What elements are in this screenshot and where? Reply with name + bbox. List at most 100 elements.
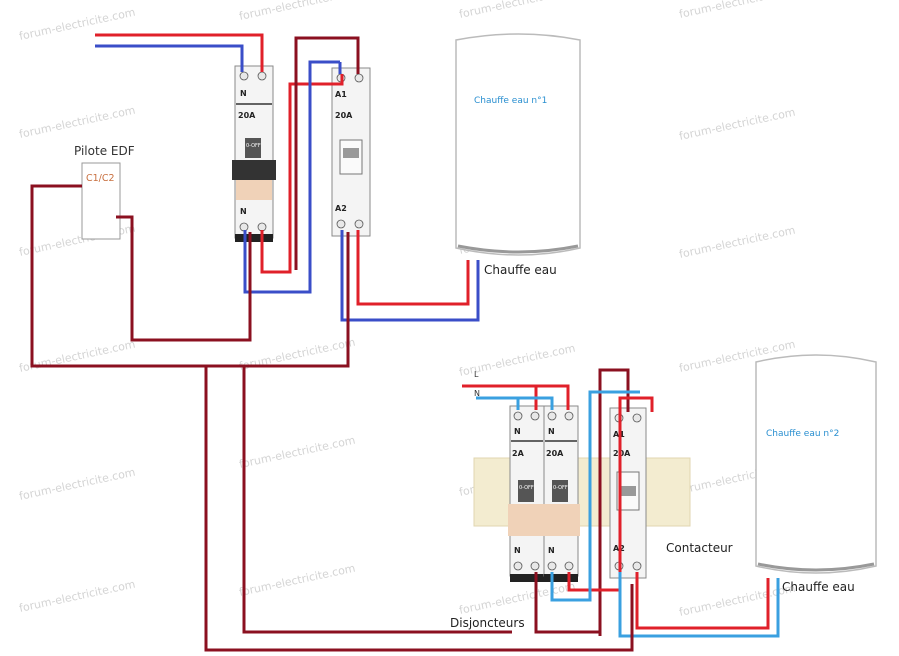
terminal-screw [632,413,642,423]
terminal-screw [530,411,540,421]
terminal-screw [354,73,364,83]
contactor-bottom-rating: 20A [613,449,631,458]
terminal-screw [564,561,574,571]
breaker-20a-bottom-neutral: N [548,546,555,555]
phase-wire-to-heater2 [635,572,770,630]
pilote-edf: Pilote EDF C1/C2 [74,144,135,240]
breaker-2a-handle [518,480,534,502]
breaker-20a-rating: 20A [546,449,564,458]
pilote-contact-label: C1/C2 [86,173,115,184]
breaker-2a-bottom-neutral: N [514,546,521,555]
terminal-screw [513,411,523,421]
pilot-wire-c2 [116,215,252,342]
watermark: forum-electricite.com [458,580,577,617]
watermark: forum-electricite.com [458,0,577,21]
phase-wire-to-contactor [567,396,654,592]
watermark: forum-electricite.com [238,562,357,599]
water-heater-2: Chauffe eau n°2 Chauffe eau [755,354,877,594]
terminal-screw [564,411,574,421]
breaker-top-bottom-neutral: N [240,207,247,216]
breaker-top-dark-band [232,160,276,180]
watermark: forum-electricite.com [678,106,797,143]
contactor-top-a2: A2 [335,204,347,213]
din-rail [473,457,691,527]
breaker-2a-neutral: N [514,427,521,436]
terminal-screw [354,219,364,229]
pilot-wire-link-a [242,366,512,634]
phase-wire-to-heater1 [356,230,470,306]
terminal-screw [530,561,540,571]
watermark: forum-electricite.com [18,338,137,375]
watermark: forum-electricite.com [18,104,137,141]
switch-text: 0-OFF [519,485,534,491]
breaker-20a-clip [544,574,578,582]
breaker-top-rating: 20A [238,111,256,120]
terminal-screw [547,561,557,571]
contacteur-label: Contacteur [666,541,733,555]
water-heater-1-tank [455,33,581,256]
water-heater-1-name: Chauffe eau n°1 [474,96,547,106]
pilot-wire-coil-a1 [294,36,360,270]
bottom-wiring [204,366,780,652]
top-wiring [30,33,480,368]
water-heater-1-caption: Chauffe eau [484,263,557,277]
breaker-20a-handle [552,480,568,502]
contactor-top-rating: 20A [335,111,353,120]
breaker-2a-clip [510,574,544,582]
pilote-box [81,162,121,240]
breaker-top-clip [235,234,273,242]
neutral-wire-to-heater1 [340,230,480,322]
breaker-top-neutral: N [240,89,247,98]
switch-text: 0-OFF [553,485,568,491]
neutral-wire-to-contactor [550,390,640,602]
contactor-bottom: A1 20A A2 [609,407,647,579]
breaker-20a: N 20A 0-OFF N [542,405,580,582]
water-heater-2-tank [755,354,877,574]
breaker-20a-neutral: N [548,427,555,436]
watermark: forum-electricite.com [18,578,137,615]
pilot-wire-link-b [204,366,634,652]
phase-wire-supply [95,33,264,72]
water-heater-1: Chauffe eau n°1 Chauffe eau [455,33,581,277]
watermark: forum-electricite.com [678,224,797,261]
water-heater-2-caption: Chauffe eau [782,580,855,594]
contactor-top: A1 20A A2 [331,67,371,237]
breaker-2a-peach-band [508,504,546,536]
neutral-wire-supply [95,44,244,72]
breaker-2a: N 2A 0-OFF N [508,405,546,582]
neutral-wire-breaker-to-contactor [243,60,340,294]
watermark: forum-electricite.com [678,0,797,21]
watermark: forum-electricite.com [238,0,357,23]
switch-text: 0-OFF [246,143,261,149]
wire-label-l: L [474,370,479,379]
contactor-top-lever [343,148,359,158]
neutral-wire-to-heater2 [618,572,780,638]
breaker-20a-peach-band [542,504,580,536]
terminal-screw [257,222,267,232]
terminal-screw [239,71,249,81]
terminal-screw [257,71,267,81]
water-heater-1-base [457,244,579,254]
breaker-top: N 20A 0-OFF N [232,65,276,242]
breaker-top-handle [245,138,261,158]
terminal-screw [547,411,557,421]
watermark: forum-electricite.com [18,466,137,503]
contactor-top-a1: A1 [335,90,347,99]
neutral-wire-bottom-bridge [518,396,554,410]
pilot-wire-c1 [30,184,350,368]
terminal-screw [239,222,249,232]
terminal-screw [336,219,346,229]
watermark: forum-electricite.com [238,434,357,471]
water-heater-2-base [757,562,875,572]
contactor-bottom-lever [620,486,636,496]
phase-wire-breaker-to-contactor [260,74,344,274]
disjoncteurs-label: Disjoncteurs [450,616,525,630]
breaker-top-peach-band [236,180,272,200]
water-heater-2-name: Chauffe eau n°2 [766,429,839,439]
breaker-2a-rating: 2A [512,449,525,458]
pilot-wire-bottom-return [534,572,600,634]
wire-label-n: N [474,389,480,398]
pilote-title: Pilote EDF [74,144,135,158]
